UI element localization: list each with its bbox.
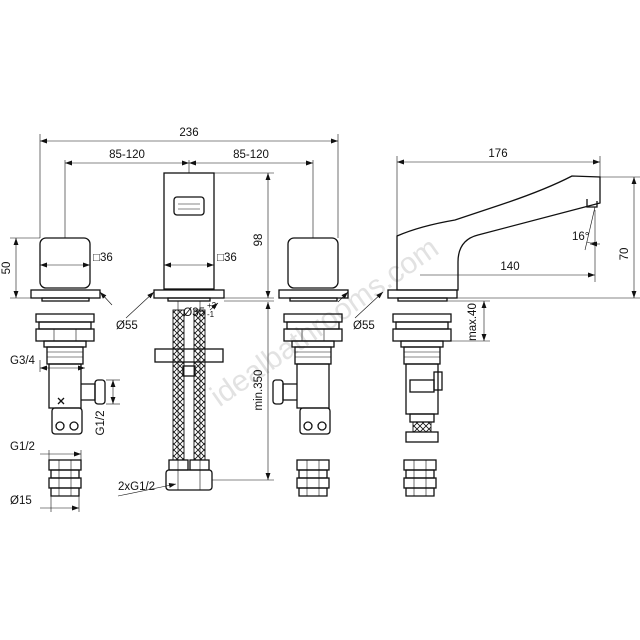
spout-length-label: 176 (488, 148, 507, 160)
hose-threads-label: 2xG1/2 (118, 481, 155, 493)
body-height-label: 98 (253, 234, 265, 247)
outlet-thread-label: G1/2 (95, 411, 107, 436)
nut-thread-label: G1/2 (10, 441, 35, 453)
spout-square-label: □36 (217, 252, 237, 264)
spout-reach-label: 140 (500, 261, 519, 273)
inlet-thread-label: G3/4 (10, 355, 36, 367)
nut-diameter-label: Ø15 (10, 495, 32, 507)
hole-tolerance-lower: -1 (207, 310, 215, 319)
spacing-left-label: 85-120 (109, 149, 145, 161)
left-valve-assembly (30, 237, 106, 497)
hole-tolerance-upper: +2 (207, 301, 217, 310)
deck-thickness-label: max.40 (467, 303, 479, 341)
handle-height-label: 50 (1, 262, 13, 275)
spacing-right-label: 85-120 (233, 149, 269, 161)
spout-height-label: 70 (619, 248, 631, 261)
right-valve-assembly (272, 237, 349, 497)
rosette-left-label: Ø55 (116, 320, 138, 332)
rosette-right-label: Ø55 (353, 320, 375, 332)
spout-angle-label: 16° (572, 231, 589, 243)
center-body-assembly (153, 172, 225, 491)
dimension-lines (10, 134, 640, 512)
hose-length-label: min.350 (253, 370, 265, 411)
handle-square-label: □36 (93, 252, 113, 264)
hole-diameter-label: Ø35 (183, 307, 205, 319)
dimension-labels: 236 85-120 85-120 176 50 □36 □36 98 Ø55 … (1, 127, 631, 507)
side-view-spout (387, 175, 601, 497)
overall-width-label: 236 (179, 127, 198, 139)
